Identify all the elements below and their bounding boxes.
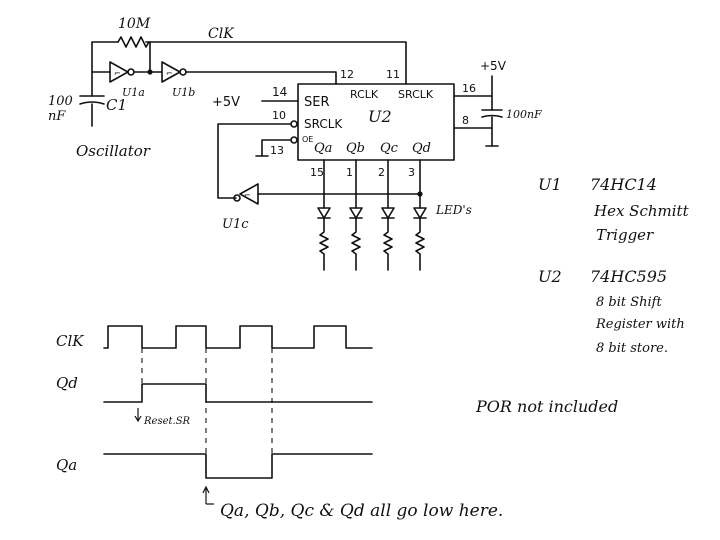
pin-rclk-label: RCLK (350, 88, 379, 101)
gate-u1b-label: U1b (172, 86, 195, 99)
decouple-cap-plate-bottom (481, 114, 503, 118)
pin-3: 3 (408, 166, 415, 179)
pin-11: 11 (386, 68, 400, 81)
pin-oe-label: OE (302, 135, 313, 144)
legend-u1-ref: U1 (538, 175, 562, 194)
pin-10: 10 (272, 109, 286, 122)
pin-1: 1 (346, 166, 353, 179)
schmitt-icon-u1a: ⌐ (114, 69, 121, 78)
legend-u1-desc-1: Hex Schmitt (593, 202, 690, 220)
schmitt-icon-u1b: ⌐ (166, 69, 173, 78)
out-qa-label: Qa (314, 141, 332, 156)
pin-8: 8 (462, 114, 469, 127)
parts-legend: U1 74HC14 Hex Schmitt Trigger U2 74HC595… (538, 175, 690, 356)
out-qc-label: Qc (380, 141, 399, 156)
pin-2: 2 (378, 166, 385, 179)
pin-ser-label: SER (304, 95, 330, 110)
u2-ref: U2 (368, 107, 392, 126)
legend-u1-part: 74HC14 (590, 175, 657, 194)
pin-srclk-label: SRCLK (304, 117, 343, 131)
led-qb-icon (349, 207, 363, 219)
led-qc-icon (381, 207, 395, 219)
clk-wire-label: ClK (208, 26, 235, 42)
por-note: POR not included (475, 397, 618, 416)
schmitt-icon-u1c: ⌐ (244, 191, 251, 200)
gate-u1a-triangle (109, 61, 129, 83)
signal-clk-label: ClK (56, 332, 84, 350)
gate-u1b-triangle (161, 61, 181, 83)
resistor-label: 10M (118, 16, 151, 32)
bottom-arrowhead-icon (202, 485, 210, 494)
cap-ref: C1 (106, 96, 127, 114)
signal-qd-label: Qd (56, 374, 78, 392)
leds-label: LED's (435, 203, 472, 217)
pin-srclk-top-label: SRCLK (398, 88, 434, 101)
timing-diagram: ClK Qd Qa Reset.SR POR not included Qa, … (56, 325, 618, 521)
pin-14: 14 (272, 85, 287, 99)
u2-body (297, 83, 455, 161)
resistor-qc (381, 217, 395, 271)
led-qa-icon (317, 207, 331, 219)
legend-u2-part: 74HC595 (590, 267, 667, 286)
oscillator-section: 10M ClK ⌐ U1a ⌐ U1b 100 nF C1 Oscillator (48, 16, 407, 160)
pin-10-bubble (290, 120, 298, 128)
resistor-10m (117, 36, 150, 48)
signal-qa-label: Qa (56, 456, 77, 474)
reset-note: Reset.SR (143, 416, 191, 427)
vcc-supply-label: +5V (480, 59, 507, 73)
wire-rclk (185, 71, 337, 85)
wire-vcc (453, 95, 493, 111)
ser-supply-label: +5V (212, 95, 240, 110)
clk-waveform (103, 325, 373, 349)
legend-u2-ref: U2 (538, 267, 562, 286)
gate-u1c-triangle (239, 183, 259, 205)
resistor-qd (413, 217, 427, 271)
out-qb-label: Qb (346, 141, 365, 156)
qd-waveform (103, 383, 373, 403)
led-qd-icon (413, 207, 427, 219)
qa-waveform (103, 453, 373, 479)
pin-12: 12 (340, 68, 354, 81)
wire-oe (261, 139, 292, 157)
legend-u2-desc-2: Register with (595, 317, 685, 332)
led-outputs: 15 1 2 3 LED's ⌐ U1c (222, 159, 472, 271)
cap-c1-plate-bottom (79, 101, 105, 105)
out-qd-label: Qd (412, 141, 431, 156)
pin-13: 13 (270, 144, 284, 157)
cap-value-2: nF (48, 109, 66, 124)
resistor-qb (349, 217, 363, 271)
cap-value-1: 100 (48, 94, 73, 109)
wire-clk (145, 41, 407, 85)
legend-u1-desc-2: Trigger (596, 226, 654, 244)
resistor-qa (317, 217, 331, 271)
pin-15: 15 (310, 166, 324, 179)
bottom-note: Qa, Qb, Qc & Qd all go low here. (220, 501, 503, 521)
gate-u1c-bubble (233, 194, 241, 202)
gate-u1a-bubble (127, 68, 135, 76)
wire-srclk-feedback (217, 123, 292, 199)
legend-u2-desc-3: 8 bit store. (596, 341, 668, 356)
u2-chip: U2 SER SRCLK OE RCLK SRCLK Qa Qb Qc Qd +… (212, 59, 542, 199)
reset-arrowhead-icon (134, 415, 142, 423)
oscillator-label: Oscillator (76, 142, 151, 160)
pin-13-bubble (290, 136, 298, 144)
gate-u1a-label: U1a (122, 86, 145, 99)
legend-u2-desc-1: 8 bit Shift (596, 295, 662, 310)
decoupling-cap-label: 100nF (506, 108, 542, 121)
pin-16: 16 (462, 82, 476, 95)
gate-u1c-label: U1c (222, 217, 249, 232)
wire-osc-left (91, 41, 119, 73)
gate-u1b-bubble (179, 68, 187, 76)
